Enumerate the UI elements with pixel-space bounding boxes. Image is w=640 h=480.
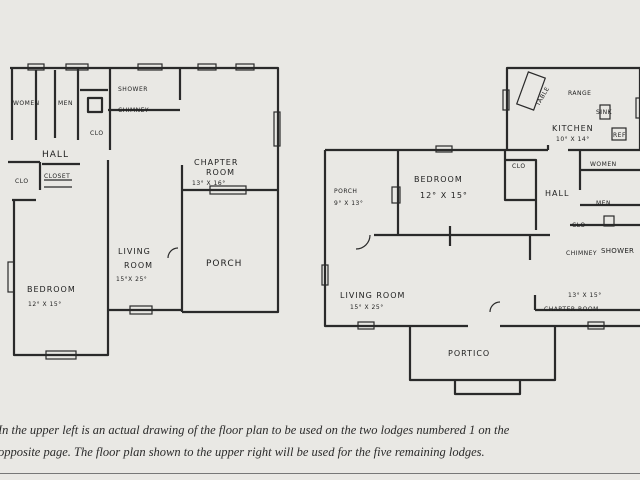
room-label-chimney: CHIMNEY bbox=[118, 107, 149, 114]
room-label-shower: SHOWER bbox=[601, 247, 634, 255]
room-label-bedroom: BEDROOM bbox=[414, 175, 463, 184]
room-label-chapter-room: CHAPTER ROOM bbox=[544, 306, 599, 313]
room-size: 12° X 15° bbox=[420, 191, 468, 200]
room-label-portico: PORTICO bbox=[448, 349, 490, 358]
room-label-clo: CLO bbox=[15, 178, 29, 185]
room-label-women: WOMEN bbox=[13, 100, 40, 107]
room-label-hall: HALL bbox=[42, 150, 69, 160]
room-label-clo: CLO bbox=[572, 222, 586, 229]
left-floor-plan: WOMEN MEN SHOWER CHIMNEY CLO HALL CLO CL… bbox=[7, 63, 281, 360]
room-label-bedroom: BEDROOM bbox=[27, 285, 76, 294]
caption-line: In the upper left is an actual drawing o… bbox=[0, 423, 510, 437]
floor-plans: WOMEN MEN SHOWER CHIMNEY CLO HALL CLO CL… bbox=[7, 63, 640, 396]
room-label-kitchen: KITCHEN bbox=[552, 124, 594, 133]
room-label-porch: PORCH bbox=[334, 188, 357, 195]
fixture-label-table: TABLE bbox=[534, 86, 551, 109]
room-label-closet: CLOSET bbox=[44, 173, 70, 180]
room-size: 9° X 13° bbox=[334, 200, 363, 207]
room-label-clo: CLO bbox=[512, 163, 526, 170]
room-label-shower: SHOWER bbox=[118, 86, 148, 93]
fixture-label-ref: REF bbox=[613, 132, 626, 139]
room-label-porch: PORCH bbox=[206, 259, 242, 269]
room-size: 13° X 15° bbox=[568, 292, 602, 299]
caption-line: opposite page. The floor plan shown to t… bbox=[0, 445, 485, 459]
room-label-living-room: LIVING bbox=[118, 247, 151, 256]
room-label-living-room: ROOM bbox=[124, 261, 153, 270]
room-label-men: MEN bbox=[58, 100, 73, 107]
room-label-chimney: CHIMNEY bbox=[566, 250, 597, 257]
room-label-living-room: LIVING ROOM bbox=[340, 291, 405, 300]
room-size: 12° X 15° bbox=[28, 301, 62, 308]
room-label-hall: HALL bbox=[545, 189, 569, 198]
room-label-clo: CLO bbox=[90, 130, 104, 137]
fixture-label-range: RANGE bbox=[568, 90, 591, 97]
fixture-label-sink: SINK bbox=[596, 109, 613, 116]
room-label-chapter-room: CHAPTER bbox=[194, 158, 238, 167]
figure-caption: In the upper left is an actual drawing o… bbox=[0, 419, 638, 463]
room-size: 10° X 14° bbox=[556, 136, 590, 143]
room-size: 15° X 25° bbox=[350, 304, 384, 311]
right-floor-plan: TABLE RANGE SINK KITCHEN 10° X 14° REF C… bbox=[321, 66, 640, 396]
room-label-women: WOMEN bbox=[590, 161, 617, 168]
room-label-chapter-room: ROOM bbox=[206, 168, 235, 177]
divider bbox=[0, 473, 640, 474]
room-label-men: MEN bbox=[596, 200, 611, 207]
room-size: 13° X 16° bbox=[192, 180, 226, 187]
room-size: 15°X 25° bbox=[116, 276, 147, 283]
